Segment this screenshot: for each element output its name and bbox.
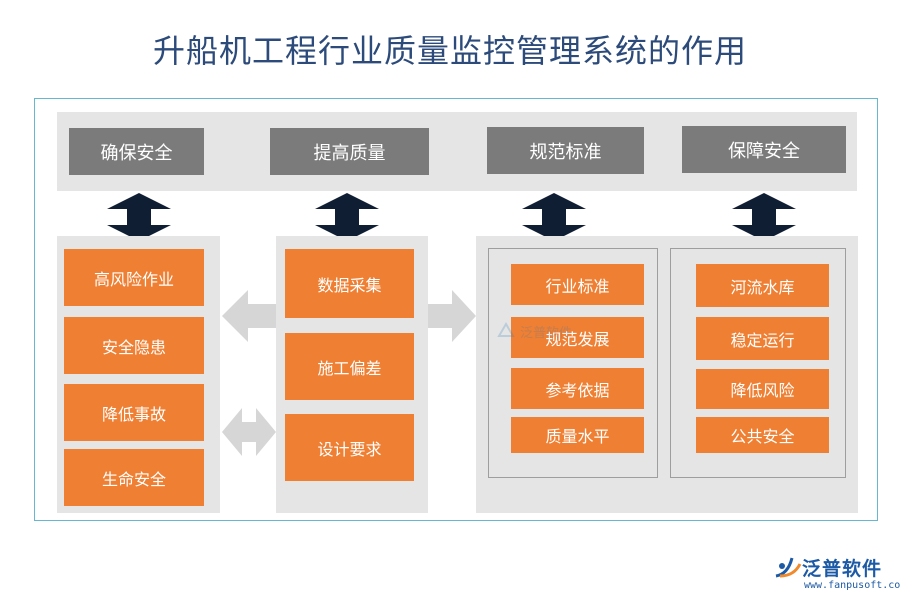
- box-col4-3: 降低风险: [696, 369, 829, 409]
- brand-url[interactable]: www.fanpusoft.com: [804, 580, 900, 591]
- brand-name: 泛普软件: [802, 558, 883, 580]
- box-col4-2: 稳定运行: [696, 317, 829, 360]
- box-col2-2: 施工偏差: [285, 333, 414, 400]
- right-arrow-between-col2-col3: [428, 290, 476, 342]
- diagram-title: 升船机工程行业质量监控管理系统的作用: [152, 32, 747, 70]
- box-col3-4: 质量水平: [511, 417, 644, 453]
- box-col4-4: 公共安全: [696, 417, 829, 453]
- double-arrow-col2: [315, 193, 379, 241]
- left-arrow-between-col2-col1: [222, 290, 276, 342]
- diagram-frame: [34, 98, 878, 521]
- double-arrow-col4: [732, 193, 796, 241]
- watermark: 泛普软件: [496, 316, 616, 346]
- box-col1-1: 高风险作业: [64, 249, 204, 306]
- double-horizontal-arrow-col1-col2: [222, 408, 276, 456]
- box-col4-1: 河流水库: [696, 264, 829, 307]
- header-guarantee-safety: 保障安全: [682, 126, 846, 173]
- box-col2-3: 设计要求: [285, 414, 414, 481]
- double-arrow-col1: [107, 193, 171, 241]
- watermark-logo-icon: [497, 322, 515, 337]
- box-col2-1: 数据采集: [285, 249, 414, 318]
- header-standardize: 规范标准: [487, 127, 644, 174]
- box-col1-4: 生命安全: [64, 449, 204, 506]
- box-col1-3: 降低事故: [64, 384, 204, 441]
- subpanel-col3: [488, 248, 658, 478]
- brand-logo-icon: [775, 557, 802, 578]
- double-arrow-col3: [522, 193, 586, 241]
- watermark-text: 泛普软件: [520, 325, 573, 341]
- box-col3-1: 行业标准: [511, 264, 644, 305]
- box-col1-2: 安全隐患: [64, 317, 204, 374]
- box-col3-3: 参考依据: [511, 368, 644, 409]
- header-improve-quality: 提高质量: [270, 128, 429, 175]
- subpanel-col4: [670, 248, 846, 478]
- box-col3-2: 规范发展: [511, 317, 644, 358]
- header-ensure-safety: 确保安全: [69, 128, 204, 175]
- brand-logo: 泛普软件 www.fanpusoft.com: [774, 552, 900, 596]
